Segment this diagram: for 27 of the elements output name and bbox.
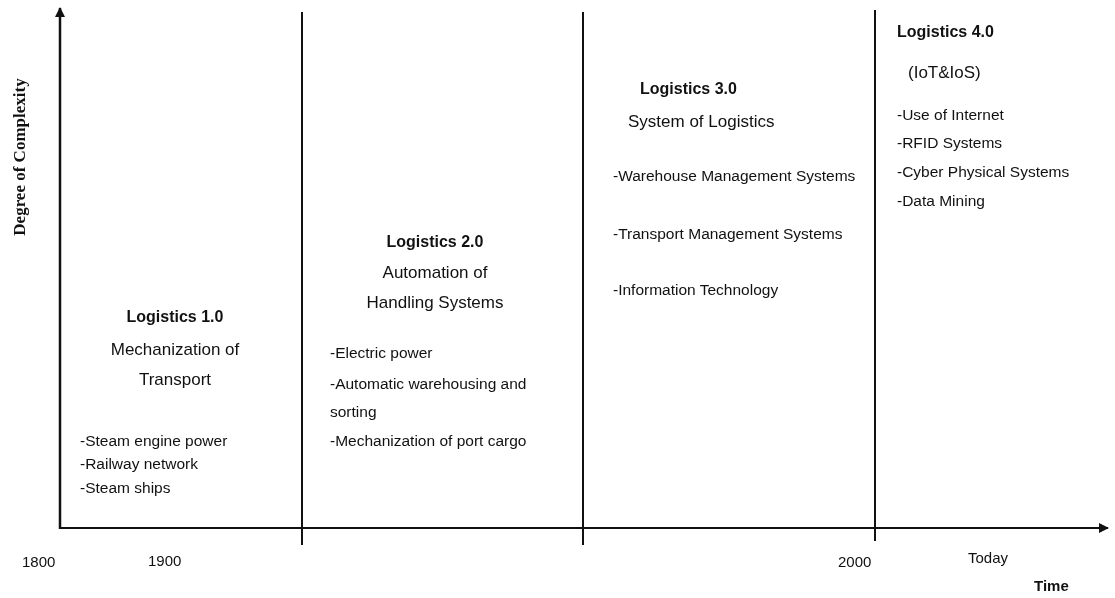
stage-subtitle: Mechanization of Transport [109,339,241,391]
stage-title: Logistics 4.0 [897,22,994,42]
stage-title: Logistics 2.0 [385,232,485,252]
bullet-item: -Information Technology [613,280,779,300]
bullet-item: -Railway network [80,454,198,474]
stage-subtitle: (IoT&IoS) [908,62,981,84]
stage-subtitle: Automation of Handling Systems [365,262,505,314]
stage-title: Logistics 1.0 [125,307,225,327]
axis-title: Degree of Complexity [9,77,30,238]
bullet-item: -Steam engine power [80,431,228,451]
axis-title: Time [1034,576,1069,596]
tick-label: Today [968,548,1009,568]
tick-label: 1800 [22,552,56,572]
bullet-item: -Electric power [330,343,433,363]
bullet-item: -Cyber Physical Systems [897,162,1070,182]
bullet-item: -Transport Management Systems [613,224,844,244]
tick-label: 1900 [148,551,182,571]
bullet-item: -Steam ships [80,478,171,498]
stage-title: Logistics 3.0 [640,79,738,99]
bullet-item: -Warehouse Management Systems [613,166,857,186]
bullet-item: -Use of Internet [897,105,1004,125]
tick-label: 2000 [838,552,872,572]
bullet-item: -Data Mining [897,191,985,211]
bullet-item: -Automatic warehousing and sorting [330,374,528,422]
bullet-item: -Mechanization of port cargo [330,431,528,451]
bullet-item: -RFID Systems [897,133,1003,153]
stage-subtitle: System of Logistics [628,111,776,133]
